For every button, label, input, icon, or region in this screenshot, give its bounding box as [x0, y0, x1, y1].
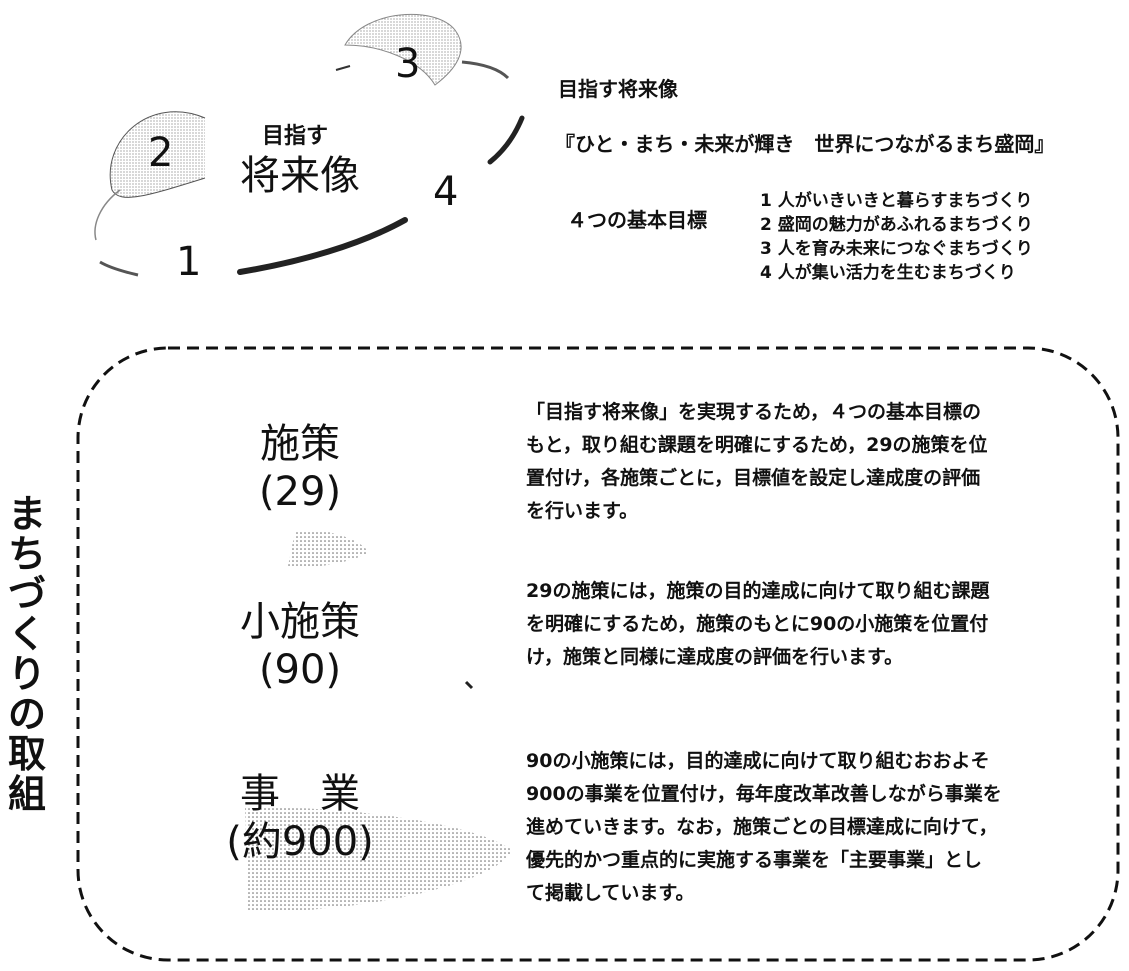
description-line: て掲載しています。: [526, 882, 695, 904]
description-line: 90の小施策には，目的達成に向けて取り組むおおよそ: [526, 750, 990, 772]
goals-label: ４つの基本目標: [567, 208, 707, 232]
tier-policy: 施策 (29): [215, 420, 385, 516]
side-label-char: く: [7, 612, 46, 656]
description-line: もと，取り組む課題を明確にするため，29の施策を位: [526, 434, 988, 456]
side-label-char: ま: [7, 492, 46, 536]
description-line: 29の施策には，施策の目的達成に向けて取り組む課題: [526, 580, 990, 602]
cycle-number-1: 1: [176, 239, 202, 285]
side-label-char: の: [7, 692, 46, 736]
side-label-char: 組: [7, 772, 46, 816]
vision-slogan: 『ひと・まち・未来が輝き 世界につながるまち盛岡』: [555, 132, 1055, 156]
tier-name: 小施策: [240, 599, 360, 645]
side-label-char: り: [7, 652, 46, 696]
cycle-arc-3-tick: [335, 65, 351, 71]
description-line: 進めていきます。なお，施策ごとの目標達成に向けて，: [526, 816, 998, 838]
cycle-arc-3-tail: [461, 60, 510, 80]
cycle-center-big: 将来像: [240, 153, 360, 199]
tier-projects: 事 業 (約900): [200, 770, 400, 866]
tier-sub-policy: 小施策 (90): [215, 598, 385, 694]
side-label: まちづくりの取組: [5, 494, 49, 814]
goal-item: 2 盛岡の魅力があふれるまちづくり: [760, 215, 1033, 235]
side-label-char: づ: [7, 572, 46, 616]
goal-item: 3 人を育み未来につなぐまちづくり: [760, 239, 1033, 259]
cycle-arc-2-tail: [94, 189, 121, 241]
cycle-arc-3: [344, 13, 462, 86]
description-line: 「目指す将来像」を実現するため，４つの基本目標の: [526, 401, 982, 423]
tier-count: (約900): [226, 819, 374, 865]
tier-count: (90): [258, 647, 342, 693]
cycle-arc-2: [109, 111, 206, 198]
tier-shape-1: [288, 530, 368, 568]
tier-count: (29): [258, 469, 342, 515]
side-label-char: ち: [7, 532, 46, 576]
cycle-arc-4: [487, 115, 525, 165]
cycle-number-4: 4: [433, 169, 459, 215]
tier-name: 施策: [260, 421, 340, 467]
description-line: 900の事業を位置付け，毎年度改革改善しながら事業を: [526, 783, 1002, 805]
cycle-number-2: 2: [148, 130, 174, 176]
description-line: を明確にするため，施策のもとに90の小施策を位置付: [526, 613, 989, 635]
description-line: け，施策と同様に達成度の評価を行います。: [526, 646, 904, 668]
description-line: 優先的かつ重点的に実施する事業を「主要事業」とし: [526, 849, 983, 871]
description-sub-policy: 29の施策には，施策の目的達成に向けて取り組む課題 を明確にするため，施策のもと…: [526, 575, 989, 674]
goal-item: 1 人がいきいきと暮らすまちづくり: [760, 191, 1033, 211]
cycle-number-3: 3: [395, 41, 421, 87]
description-line: 置付け，各施策ごとに，目標値を設定し達成度の評価: [526, 467, 981, 489]
vision-title: 目指す将来像: [558, 77, 678, 101]
initiatives-frame: [76, 346, 1120, 962]
cycle-arc-1: [237, 217, 408, 275]
description-line: を行います。: [526, 500, 639, 522]
tier-shape-3: [245, 807, 512, 912]
tier-shape-2-mark: [464, 680, 474, 690]
cycle-arc-1-tail: [99, 260, 139, 277]
tier-name: 事 業: [240, 771, 360, 817]
description-policy: 「目指す将来像」を実現するため，４つの基本目標の もと，取り組む課題を明確にする…: [526, 396, 988, 528]
goals-list: 1 人がいきいきと暮らすまちづくり 2 盛岡の魅力があふれるまちづくり 3 人を…: [760, 189, 1033, 285]
description-projects: 90の小施策には，目的達成に向けて取り組むおおよそ 900の事業を位置付け，毎年…: [526, 745, 1002, 910]
side-label-char: 取: [7, 732, 46, 776]
cycle-center-small: 目指す: [262, 124, 329, 149]
goal-item: 4 人が集い活力を生むまちづくり: [760, 263, 1016, 283]
